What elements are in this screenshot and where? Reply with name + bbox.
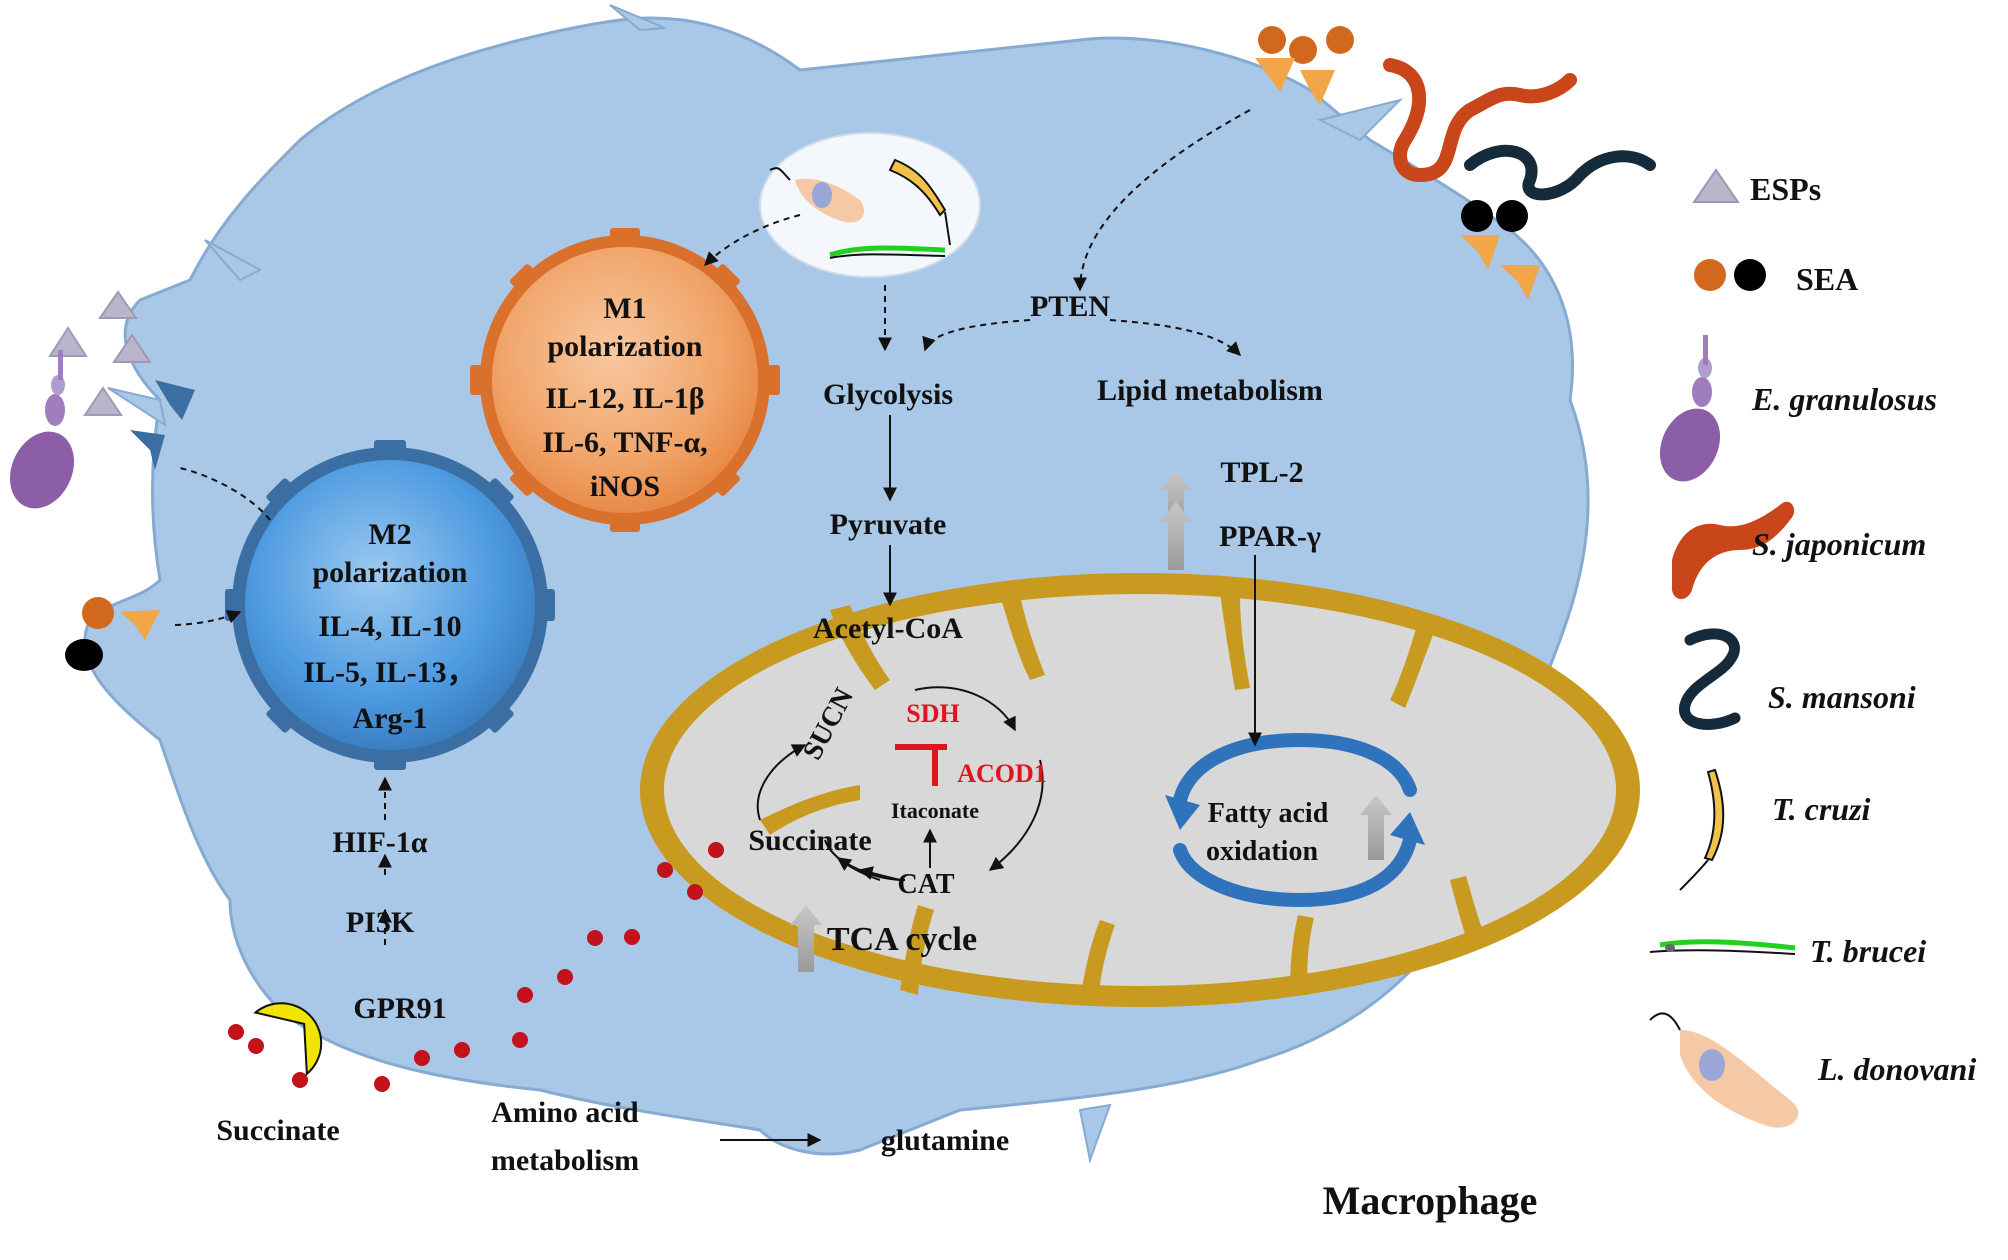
acod1-label: ACOD1	[957, 759, 1047, 788]
glutamine-label: glutamine	[881, 1124, 1009, 1157]
m2-cytokines-line1: IL-4, IL-10	[318, 610, 461, 643]
esps-triangles	[48, 290, 152, 416]
sea-receptors-top	[1255, 26, 1577, 183]
legend-item-e-granulosus: E. granulosus	[1659, 335, 1937, 482]
itaconate-label: Itaconate	[891, 798, 979, 823]
membrane-spike	[107, 387, 167, 428]
macrophage-label: Macrophage	[1323, 1178, 1538, 1223]
succinate-dots	[228, 842, 724, 1092]
m1-cytokines-line2: IL-6, TNF-α,	[542, 426, 707, 459]
legend-label-sea: SEA	[1796, 261, 1858, 297]
amino-acid-label-line1: Amino acid	[491, 1096, 639, 1129]
legend-item-sea: SEA	[1694, 259, 1858, 297]
tca-cycle-label: TCA cycle	[827, 921, 977, 958]
m1-cytokines-line3: iNOS	[590, 470, 660, 503]
legend-label-t-cruzi: T. cruzi	[1772, 791, 1871, 827]
gpr91-label: GPR91	[353, 992, 446, 1025]
m1-polarization-circle	[470, 228, 780, 532]
legend-item-t-cruzi: T. cruzi	[1679, 768, 1871, 891]
legend-label-e-granulosus: E. granulosus	[1751, 381, 1937, 417]
acod1-inhibition-mark	[895, 744, 947, 786]
gpr91-receptor-icon	[253, 1002, 323, 1076]
succinate-outside-label: Succinate	[216, 1114, 339, 1147]
lipid-metabolism-label: Lipid metabolism	[1097, 374, 1323, 407]
succinate-to-cat-arrow	[836, 857, 906, 881]
t-cruzi-icon	[1679, 768, 1725, 891]
e-granulosus-near-cell	[9, 350, 75, 509]
e-granulosus-icon	[1659, 335, 1721, 482]
m1-cytokines-line1: IL-12, IL-1β	[545, 382, 704, 415]
legend-item-esps: ESPs	[1692, 168, 1821, 207]
fao-arrowhead	[1390, 812, 1425, 845]
amino-acid-label-line2: metabolism	[491, 1144, 639, 1177]
upregulation-arrows	[790, 470, 1392, 972]
parasite-vacuole	[759, 132, 981, 278]
legend-item-s-japonicum: S. japonicum	[1671, 501, 1926, 600]
legend-label-esps: ESPs	[1750, 171, 1821, 207]
legend-label-s-mansoni: S. mansoni	[1768, 679, 1916, 715]
membrane-spike	[1078, 1103, 1112, 1164]
l-donovani-icon	[1649, 1012, 1799, 1128]
ppar-gamma-label: PPAR-γ	[1219, 520, 1321, 553]
legend-item-s-mansoni: S. mansoni	[1679, 628, 1916, 730]
dots-icon	[1694, 259, 1766, 291]
receptor-icons-left	[130, 380, 195, 470]
triangle-icon	[1692, 168, 1740, 203]
m2-polarization-circle	[225, 440, 555, 770]
solid-arrows	[720, 415, 1262, 1147]
m2-cytokines-line3: Arg-1	[353, 702, 428, 735]
fao-arrowhead	[1165, 795, 1200, 830]
tpl2-label: TPL-2	[1220, 456, 1303, 489]
membrane-spike	[609, 4, 666, 32]
legend-label-t-brucei: T. brucei	[1810, 933, 1926, 969]
acetyl-coa-label: Acetyl-CoA	[813, 612, 963, 645]
m1-title-line1: M1	[603, 292, 646, 325]
membrane-spike	[1317, 98, 1404, 142]
pi3k-label: PI3K	[346, 906, 415, 939]
m2-cytokines-line2: IL-5, IL-13，	[303, 656, 476, 689]
hif1a-label: HIF-1α	[332, 826, 427, 859]
m2-title-line2: polarization	[313, 556, 468, 589]
s-japonicum-icon	[1671, 501, 1795, 600]
membrane-spike	[204, 239, 263, 282]
pten-label: PTEN	[1030, 290, 1110, 323]
sea-dots-left	[65, 597, 160, 671]
legend-item-l-donovani: L. donovani	[1649, 1012, 1976, 1128]
s-mansoni-icon	[1679, 628, 1741, 730]
sea-receptors-right	[1460, 144, 1656, 300]
cat-label: CAT	[897, 869, 954, 900]
pyruvate-label: Pyruvate	[830, 508, 947, 541]
mitochondrion	[640, 573, 1640, 1007]
legend-label-s-japonicum: S. japonicum	[1752, 526, 1926, 562]
fao-label-line2: oxidation	[1206, 836, 1318, 867]
fao-label-line1: Fatty acid	[1208, 798, 1329, 829]
legend-item-t-brucei: T. brucei	[1649, 933, 1926, 969]
legend-label-l-donovani: L. donovani	[1817, 1051, 1976, 1087]
m2-title-line1: M2	[368, 518, 411, 551]
mito-succinate-label: Succinate	[748, 824, 871, 857]
sdh-label: SDH	[906, 699, 959, 728]
glycolysis-label: Glycolysis	[823, 378, 953, 411]
legend: ESPs SEA E. granulosus S. japonicum S. m	[1649, 168, 1976, 1128]
m1-title-line2: polarization	[548, 330, 703, 363]
dashed-arrows	[174, 109, 1251, 945]
t-brucei-icon	[1649, 939, 1796, 955]
fao-cycle-icon	[1173, 732, 1417, 908]
